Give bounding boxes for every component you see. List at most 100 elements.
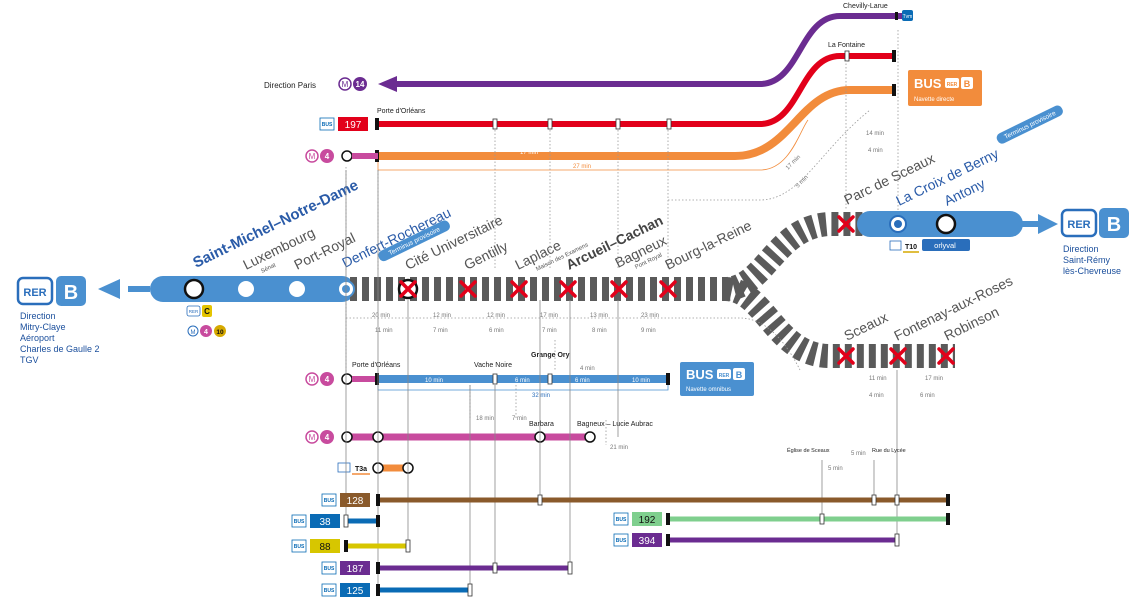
svg-text:125: 125	[347, 586, 364, 597]
station-luxembourg[interactable]	[238, 281, 254, 297]
svg-text:88: 88	[319, 542, 331, 553]
svg-text:M: M	[309, 152, 316, 161]
station-port-royal[interactable]	[289, 281, 305, 297]
label-bourg: Bourg-la-Reine	[662, 217, 754, 273]
svg-text:BUS: BUS	[686, 367, 714, 382]
tram-t3-line: T3a	[337, 462, 414, 475]
walk-5min-s: 5 min	[851, 451, 866, 457]
svg-text:Direction: Direction	[1063, 244, 1099, 254]
svg-text:10: 10	[216, 329, 224, 336]
svg-text:187: 187	[347, 564, 364, 575]
station-saint-michel[interactable]	[183, 278, 205, 300]
rer-b-logo-left: RER B	[16, 276, 86, 306]
rer-b-logo-right: RER B	[1060, 208, 1129, 238]
walk-21min: 21 min	[610, 445, 628, 451]
metro-4-badge-mid: M 4	[305, 372, 378, 386]
label-sceaux: Sceaux	[841, 309, 890, 344]
walk-14min: 14 min	[866, 131, 884, 137]
svg-text:BUS: BUS	[322, 122, 333, 128]
vache-noire-label: Vache Noire	[474, 362, 512, 369]
svg-text:192: 192	[639, 515, 656, 526]
svg-text:M: M	[191, 330, 196, 336]
bus-125-line: BUS 125	[321, 583, 473, 597]
svg-text:lès-Chevreuse: lès-Chevreuse	[1063, 266, 1121, 276]
svg-text:Charles de Gaulle 2: Charles de Gaulle 2	[20, 344, 100, 354]
right-direction: Direction Saint-Rémy lès-Chevreuse	[1063, 244, 1121, 276]
bus-197-line	[375, 50, 896, 130]
walk-17min-r: 17 min	[925, 376, 943, 382]
direct-shuttle-badge: BUS RER B Navette directe	[908, 70, 982, 106]
svg-text:Saint-Rémy: Saint-Rémy	[1063, 255, 1111, 265]
svg-text:BUS: BUS	[294, 544, 305, 550]
svg-text:RER: RER	[1067, 219, 1090, 231]
tram-t10-badge: T10	[889, 240, 919, 253]
metro-4-badge-top: M 4	[305, 149, 378, 163]
walk-11min: 11 min	[375, 328, 393, 334]
svg-text:Mitry-Claye: Mitry-Claye	[20, 322, 66, 332]
svg-text:BUS: BUS	[324, 566, 335, 572]
walk-7min-cu: 7 min	[433, 328, 448, 334]
svg-text:4: 4	[325, 433, 330, 442]
svg-text:T3a: T3a	[355, 466, 367, 473]
walk-12min-cu: 12 min	[433, 313, 451, 319]
omnibus-6min-a: 6 min	[515, 378, 530, 384]
svg-text:128: 128	[347, 496, 364, 507]
walk-17min-diag: 17 min	[785, 154, 802, 171]
svg-text:M: M	[309, 375, 316, 384]
walk-6min-g: 6 min	[489, 328, 504, 334]
svg-text:38: 38	[319, 517, 331, 528]
svg-text:14: 14	[356, 80, 365, 89]
closed-station-marks	[399, 215, 955, 365]
walk-4min-grange: 4 min	[580, 366, 595, 372]
svg-text:TGV: TGV	[20, 355, 39, 365]
svg-text:RER: RER	[189, 309, 199, 314]
omnibus-shuttle-badge: BUS RER B Navette omnibus	[680, 362, 754, 396]
la-fontaine-label: La Fontaine	[828, 42, 865, 49]
metro-14-line	[378, 12, 905, 92]
porte-orleans-mid: Porte d'Orléans	[352, 362, 401, 369]
svg-text:BUS: BUS	[914, 76, 942, 91]
walk-13min: 13 min	[590, 313, 608, 319]
svg-text:RER: RER	[23, 287, 46, 299]
direct-17min: 17 min	[520, 150, 538, 156]
walk-4min: 4 min	[868, 148, 883, 154]
bus-38-line: BUS 38	[291, 514, 380, 528]
bus-192-line: BUS 192	[613, 512, 950, 526]
svg-text:Direction: Direction	[20, 311, 56, 321]
svg-text:BUS: BUS	[616, 517, 627, 523]
svg-text:Aéroport: Aéroport	[20, 333, 55, 343]
bus-394-line: BUS 394	[613, 533, 900, 547]
vertical-connectors	[345, 170, 898, 590]
svg-text:M: M	[342, 80, 349, 89]
svg-text:Navette directe: Navette directe	[914, 97, 955, 103]
svg-text:394: 394	[639, 536, 656, 547]
svg-text:RER: RER	[947, 82, 958, 88]
walk-23min: 23 min	[641, 313, 659, 319]
svg-text:BUS: BUS	[616, 538, 627, 544]
walk-4min-s: 4 min	[869, 393, 884, 399]
svg-text:Navette omnibus: Navette omnibus	[686, 387, 731, 393]
porte-orleans-top: Porte d'Orléans	[377, 108, 426, 115]
svg-text:197: 197	[345, 120, 362, 131]
walk-6min-r: 6 min	[920, 393, 935, 399]
omnibus-10min-b: 10 min	[632, 378, 650, 384]
svg-text:4: 4	[325, 152, 330, 161]
station-antony[interactable]	[935, 213, 957, 235]
svg-text:BUS: BUS	[324, 498, 335, 504]
rue-lycee-label: Rue du Lycée	[872, 448, 906, 454]
barbara-label: Barbara	[529, 421, 554, 428]
svg-text:B: B	[1107, 214, 1121, 236]
svg-text:C: C	[204, 307, 210, 316]
walk-20min: 20 min	[372, 313, 390, 319]
tram-7-badge: Tvm	[902, 10, 913, 21]
station-croix-berny[interactable]	[889, 215, 907, 233]
walk-7min-vn: 7 min	[512, 416, 527, 422]
walk-7min-l: 7 min	[542, 328, 557, 334]
metro-4-line: M 4	[305, 430, 596, 444]
direct-27min: 27 min	[573, 164, 591, 170]
svg-text:RER: RER	[719, 373, 730, 379]
grange-ory-label: Grange Ory	[531, 352, 570, 359]
svg-text:B: B	[964, 79, 971, 89]
metro-14-badge: M 14	[338, 77, 367, 91]
walk-5min-eg: 5 min	[828, 466, 843, 472]
